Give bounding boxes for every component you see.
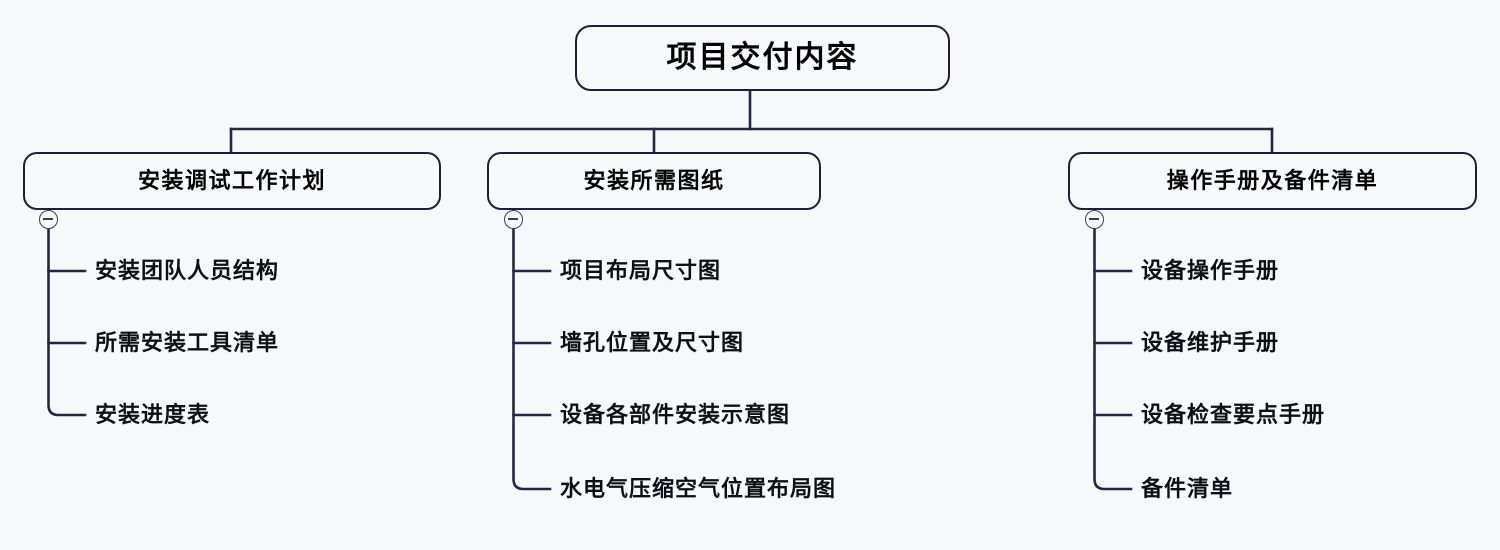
branch-node-1[interactable]: 安装所需图纸 [487, 152, 821, 210]
connector-trunk-branch-0 [47, 217, 87, 417]
leaf-label-2-2[interactable]: 设备检查要点手册 [1141, 402, 1326, 427]
leaf-label-1-0[interactable]: 项目布局尺寸图 [560, 258, 722, 283]
leaf-label-0-0[interactable]: 安装团队人员结构 [95, 258, 280, 283]
leaf-label-2-1[interactable]: 设备维护手册 [1141, 330, 1280, 355]
leaf-label-0-2[interactable]: 安装进度表 [95, 402, 211, 427]
branch-node-0[interactable]: 安装调试工作计划 [23, 152, 441, 210]
leaf-label-0-1[interactable]: 所需安装工具清单 [95, 330, 280, 355]
root-node-label: 项目交付内容 [666, 41, 859, 74]
leaf-label-1-3[interactable]: 水电气压缩空气位置布局图 [560, 476, 837, 501]
branch-node-2-label: 操作手册及备件清单 [1166, 168, 1379, 193]
connector-trunk-branch-2 [1093, 217, 1133, 491]
leaf-label-1-1[interactable]: 墙孔位置及尺寸图 [560, 330, 745, 355]
branch-node-2[interactable]: 操作手册及备件清单 [1068, 152, 1477, 210]
leaf-label-2-0[interactable]: 设备操作手册 [1141, 258, 1280, 283]
leaf-label-2-3[interactable]: 备件清单 [1141, 476, 1234, 501]
root-node[interactable]: 项目交付内容 [575, 25, 950, 91]
minus-circle-icon-branch-0[interactable] [39, 210, 58, 229]
branch-node-0-label: 安装调试工作计划 [137, 168, 326, 193]
minus-circle-icon-branch-1[interactable] [504, 210, 523, 229]
minus-circle-icon-branch-2[interactable] [1085, 210, 1104, 229]
branch-node-1-label: 安装所需图纸 [583, 168, 725, 193]
leaf-label-1-2[interactable]: 设备各部件安装示意图 [560, 402, 791, 427]
connector-trunk-branch-1 [512, 217, 552, 491]
